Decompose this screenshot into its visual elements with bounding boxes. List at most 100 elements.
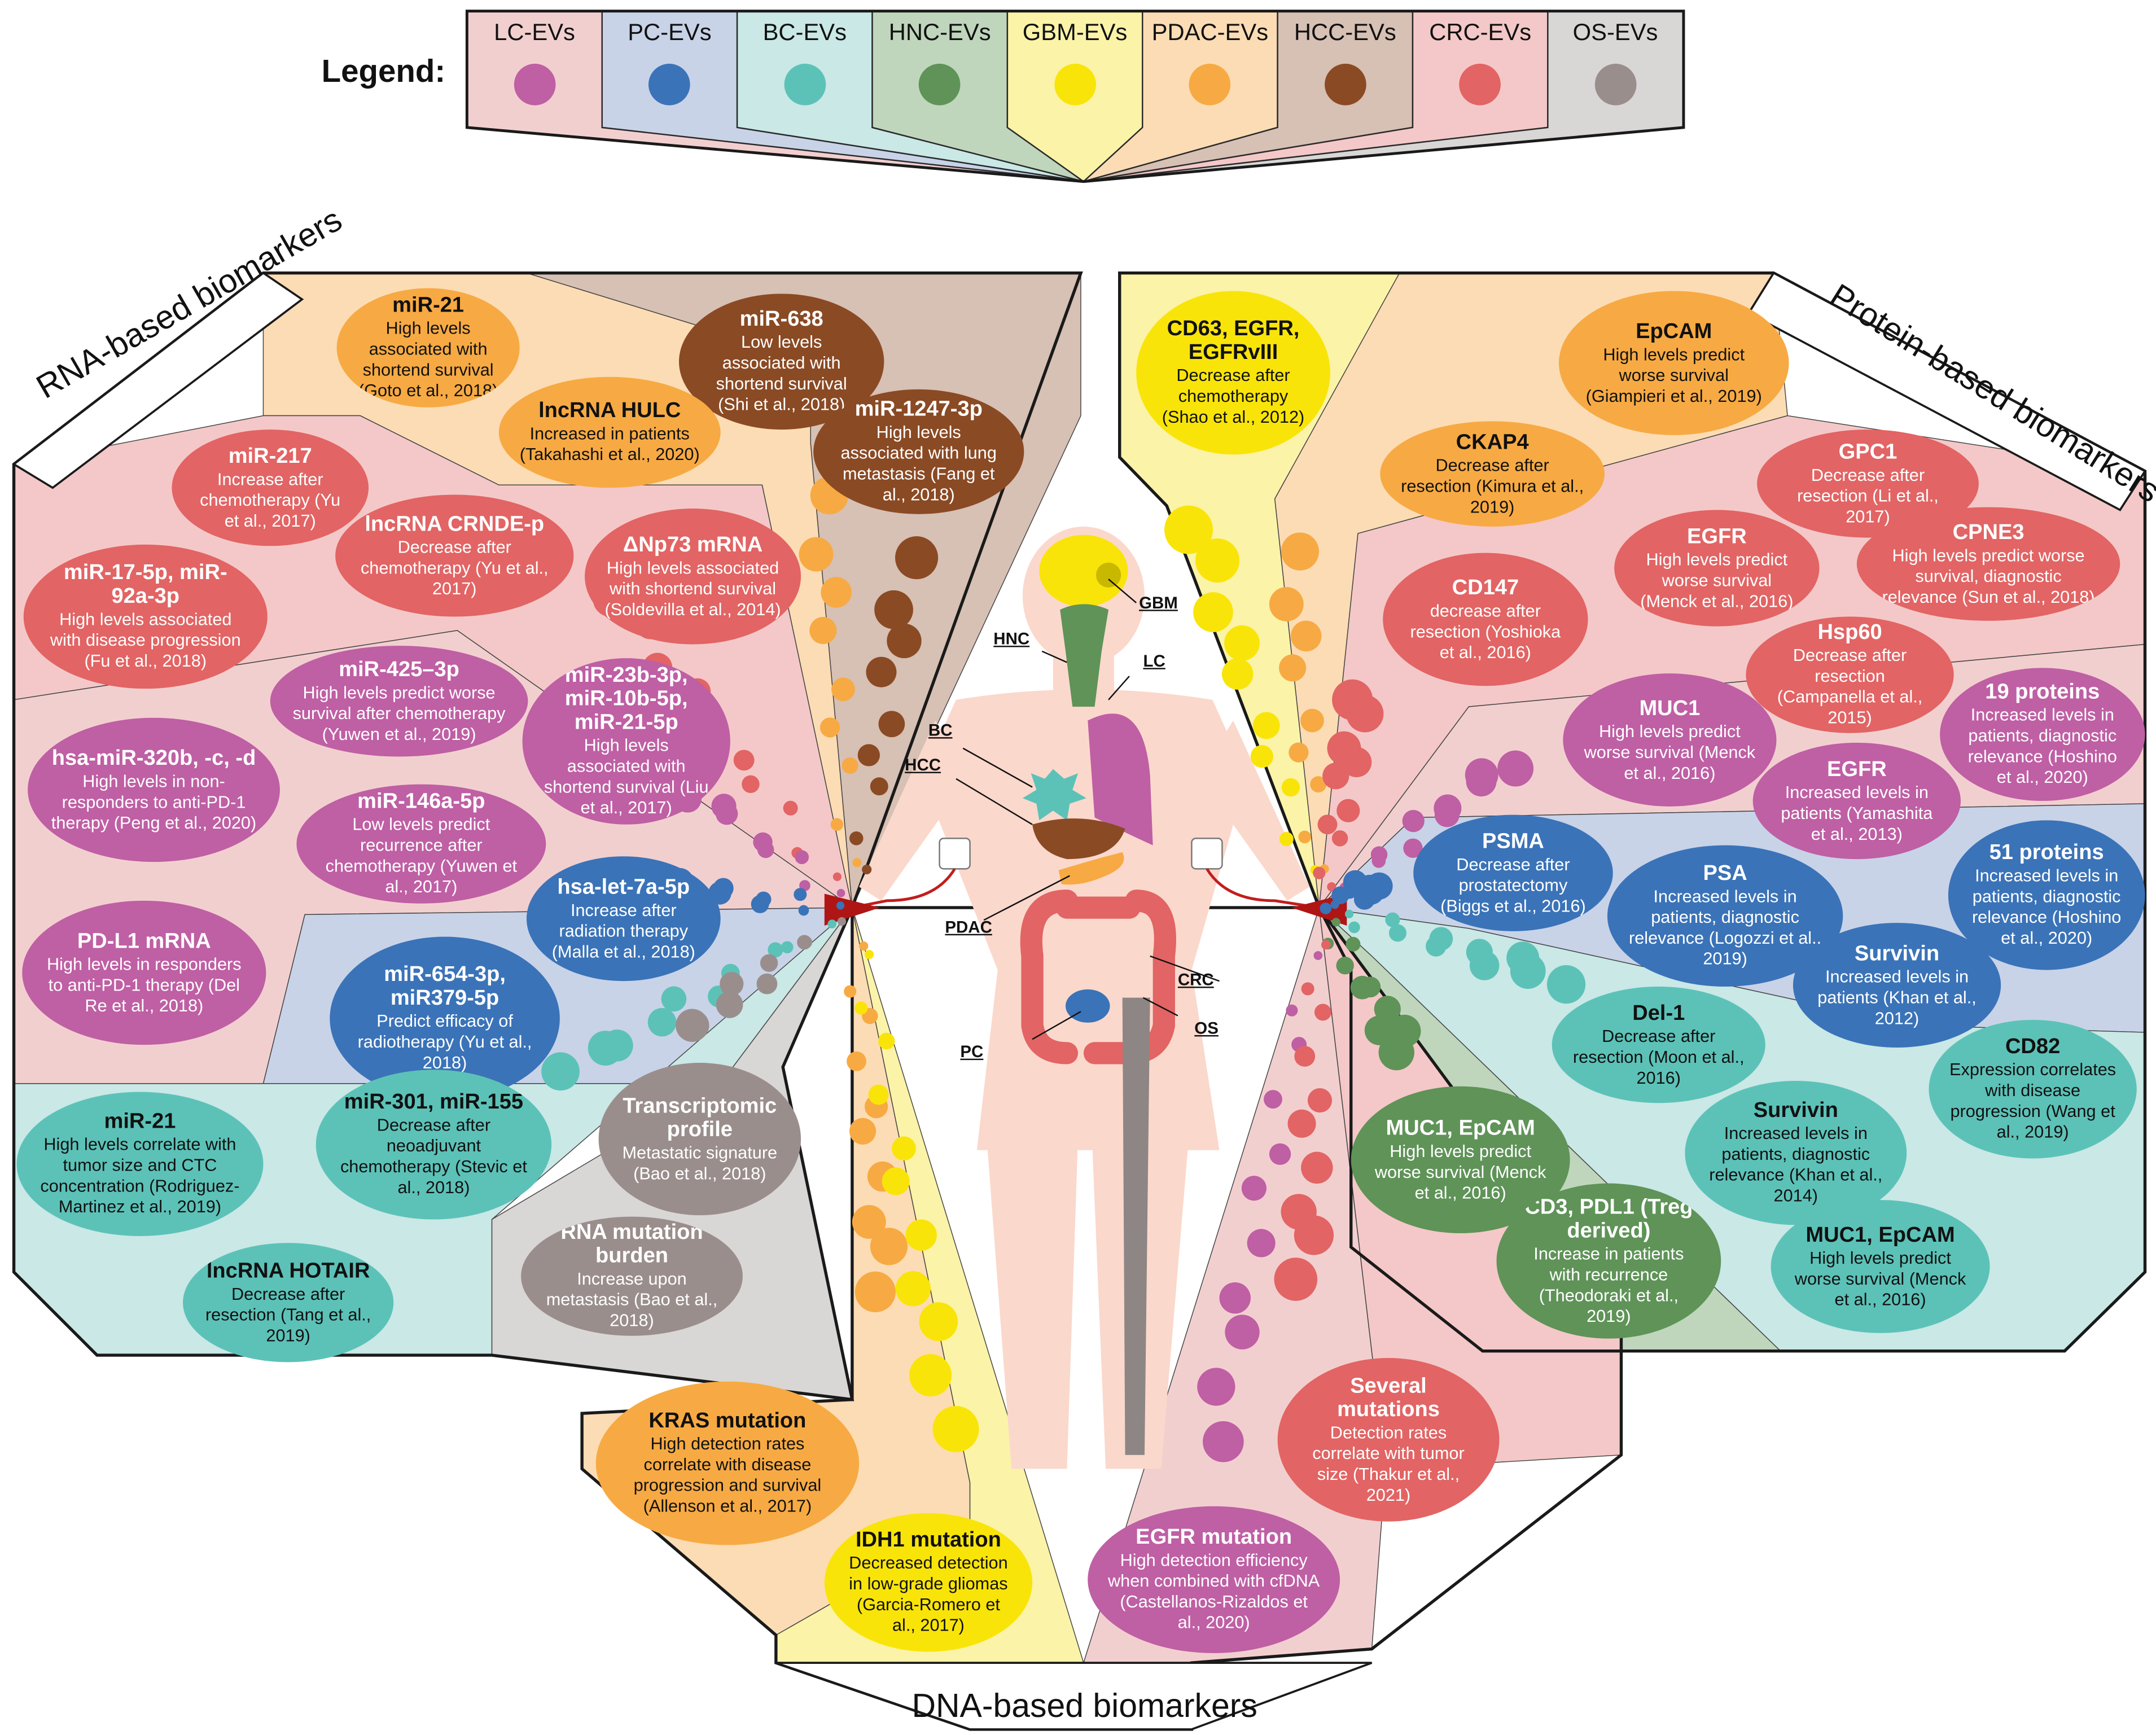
biomarker-description: Decrease after resection (Li et al., 201… xyxy=(1797,465,1939,526)
ev-dot-pdac xyxy=(849,1118,877,1145)
left-blood-source xyxy=(824,893,880,926)
legend-dot xyxy=(1594,63,1636,106)
ev-dot-bc xyxy=(1546,965,1586,1004)
ev-dot-hcc xyxy=(857,744,880,766)
biomarker-description: Increased levels in patients (Khan et al… xyxy=(1817,966,1977,1028)
right-arm-shape xyxy=(1198,720,1310,901)
biomarker-title: ΔNp73 mRNA xyxy=(623,532,763,557)
legend-item-bc: BC-EVs xyxy=(737,14,872,106)
biomarker-description: Increased in patients (Takahashi et al.,… xyxy=(519,424,700,465)
ev-dot-bc xyxy=(1348,921,1360,934)
ev-dot-pdac xyxy=(847,1051,866,1071)
ev-dot-pc xyxy=(1320,902,1332,914)
biomarker-description: High levels associated with lung metasta… xyxy=(840,422,997,505)
biomarker-title: hsa-miR-320b, -c, -d xyxy=(51,746,256,770)
ev-dot-crc xyxy=(1322,763,1349,790)
organ-label-hnc: HNC xyxy=(993,629,1030,649)
organ-label-pc: PC xyxy=(960,1042,984,1062)
biomarker-title: miR-21 xyxy=(392,293,464,318)
ev-dot-hnc xyxy=(1346,936,1361,952)
ev-dot-pdac xyxy=(844,985,857,998)
ev-dot-gbm xyxy=(905,1219,937,1251)
ev-dot-lc xyxy=(753,832,773,852)
biomarker-description: decrease after resection (Yoshioka et al… xyxy=(1410,601,1561,662)
ev-dot-pdac xyxy=(1289,742,1309,763)
biomarker-title: MUC1, EpCAM xyxy=(1806,1223,1955,1247)
biomarker-title: EGFR mutation xyxy=(1136,1526,1292,1549)
os-bone xyxy=(1122,997,1150,1455)
biomarker-title: RNA mutation burden xyxy=(560,1220,703,1268)
biomarker-description: Increased levels in patients, diagnostic… xyxy=(1629,887,1822,969)
ev-dot-crc xyxy=(1301,982,1314,996)
ev-dot-pdac xyxy=(1298,830,1312,844)
hcc-liver xyxy=(1032,818,1125,860)
ev-dot-gbm xyxy=(932,1405,979,1452)
organ-label-pdac: PDAC xyxy=(945,917,992,937)
ev-dot-gbm xyxy=(1164,505,1213,554)
ev-dot-lc xyxy=(1203,1421,1244,1462)
ev-dot-lc xyxy=(1434,794,1462,822)
biomarker-description: Increased levels in patients, diagnostic… xyxy=(1971,866,2122,948)
ev-dot-crc xyxy=(1327,882,1336,892)
organ-label-gbm: GBM xyxy=(1139,593,1178,613)
ev-dot-hcc xyxy=(878,711,905,738)
ev-dot-bc xyxy=(1388,924,1406,942)
biomarker-description: High levels correlate with tumor size an… xyxy=(40,1134,240,1217)
biomarker-description: High levels predict worse survival (Menc… xyxy=(1584,721,1756,782)
ev-dot-gbm xyxy=(892,1136,916,1161)
ev-dot-crc xyxy=(1313,866,1326,879)
legend-label: HNC-EVs xyxy=(888,19,991,46)
biomarker-title: Survivin xyxy=(1753,1098,1838,1123)
ev-dot-hnc xyxy=(1336,957,1354,975)
ev-dot-os xyxy=(756,973,778,994)
ev-dot-crc xyxy=(1294,1046,1316,1067)
legend-dot xyxy=(783,63,826,106)
legend-label: LC-EVs xyxy=(494,19,575,46)
ev-dot-hcc xyxy=(887,623,922,659)
bc-tumor xyxy=(1022,769,1086,821)
ev-dot-pc xyxy=(798,905,809,916)
ev-dot-pdac xyxy=(831,677,855,702)
ev-dot-gbm xyxy=(1281,778,1300,797)
biomarker-description: High levels associated with shortend sur… xyxy=(544,735,709,818)
ev-dot-crc xyxy=(783,800,798,816)
biomarker-title: CD3, PDL1 (Treg derived) xyxy=(1524,1195,1693,1242)
ev-dot-lc xyxy=(1402,810,1425,833)
ev-dot-pdac xyxy=(1281,532,1320,571)
legend-item-crc: CRC-EVs xyxy=(1413,14,1548,106)
organ-label-lc: LC xyxy=(1143,651,1165,671)
biomarker-title: CD82 xyxy=(2005,1035,2061,1059)
biomarker-title: CKAP4 xyxy=(1456,430,1529,454)
legend-label: PDAC-EVs xyxy=(1151,19,1269,46)
legend-item-lc: LC-EVs xyxy=(467,14,602,106)
ev-dot-pdac xyxy=(820,717,840,738)
ev-dot-pdac xyxy=(830,818,844,831)
ev-dot-hcc xyxy=(849,831,864,845)
right-blood-bag xyxy=(1191,838,1223,870)
ev-dot-pdac xyxy=(1279,654,1307,682)
organ-label-crc: CRC xyxy=(1177,970,1214,989)
biomarker-title: lncRNA HULC xyxy=(538,399,681,423)
ev-dot-lc xyxy=(1241,1176,1267,1201)
biomarker-title: MUC1 xyxy=(1639,696,1701,720)
legend-item-hcc: HCC-EVs xyxy=(1278,14,1413,106)
ev-dot-bc xyxy=(1429,927,1453,951)
ev-dot-gbm xyxy=(909,1354,952,1397)
organ-label-os: OS xyxy=(1194,1018,1219,1038)
ev-dot-bc xyxy=(781,941,794,954)
biomarker-description: High levels associated with shortend sur… xyxy=(604,558,781,619)
ev-dot-gbm xyxy=(882,1167,910,1195)
